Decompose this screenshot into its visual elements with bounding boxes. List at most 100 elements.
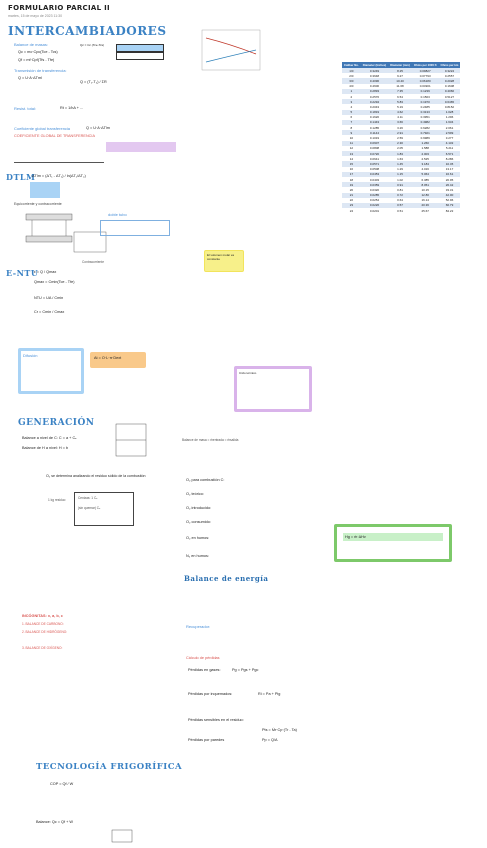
table-cell: 13.17: [438, 166, 461, 172]
table-cell: 0.3951: [411, 114, 439, 120]
table-cell: 14: [342, 156, 361, 162]
label-incognitas: INCÓGNITAS: x, a, b, c: [22, 614, 63, 618]
table-cell: 13: [342, 151, 361, 157]
label-equicorriente: Equicorriente y contracorriente: [14, 202, 62, 206]
label-balance-hidrogeno: 2. BALANCE DE HIDRÓGENO:: [22, 630, 68, 634]
eq-15: Pg = Pgs + Pgc: [232, 668, 259, 672]
table-cell: 0.0285: [360, 192, 389, 198]
table-cell: 0.57: [388, 202, 412, 209]
table-cell: 0.0403: [360, 176, 389, 183]
section-balance: Balance de energía: [184, 574, 269, 583]
table-cell: 0.2485: [411, 104, 439, 110]
table-cell: 1.15: [388, 171, 412, 177]
label-n2-humos: N₂ en humos:: [186, 554, 210, 558]
table-cell: 1.29: [388, 166, 412, 172]
exchanger-sketch-2: [73, 231, 107, 253]
table-cell: 0.0641: [360, 156, 389, 162]
table-cell: 0.4600: [360, 83, 389, 89]
table-cell: 23: [342, 202, 361, 209]
table-cell: 4.132: [438, 140, 461, 146]
eq-18: Pp = Q/A: [262, 738, 278, 742]
table-cell: 0.1239: [411, 88, 439, 94]
box-purple: Ciclo térmico: [234, 366, 312, 412]
table-cell: 0.2557: [438, 73, 461, 79]
table-cell: 2.59: [388, 135, 412, 141]
table-cell: 0.0201: [360, 208, 389, 214]
table-cell: 0.0808: [360, 145, 389, 151]
table-header-0: Caliber No.: [342, 62, 361, 68]
table-cell: 11.68: [388, 83, 412, 89]
table-cell: 0.2028: [438, 78, 461, 84]
table-cell: 0.51: [388, 208, 412, 214]
label-balance-carbono: 1. BALANCE DE CARBONO:: [22, 622, 64, 626]
table-cell: 8.051: [411, 182, 439, 188]
table-cell: 4.62: [388, 109, 412, 115]
table-cell: 16.14: [411, 197, 439, 203]
formula-resist-block: [14, 142, 104, 163]
wire-gauge-table: Caliber No.Diameter (Inches)Diameter (mm…: [342, 62, 461, 214]
table-cell: 0.0907: [360, 140, 389, 146]
table-cell: 10.40: [388, 78, 412, 84]
page-date: martes, 15 de mayo de 2023 11:30: [8, 14, 63, 18]
gen-eq-2: Balance de H a nivel: H = b: [22, 446, 69, 450]
table-cell: 1.83: [388, 151, 412, 157]
table-cell: 3/0: [342, 78, 361, 84]
exchanger-tube-cold: [116, 52, 164, 60]
table-cell: 0.6465: [438, 99, 461, 105]
table-cell: 9.27: [388, 73, 412, 79]
label-perd-inquemados: Pérdidas por inquemados:: [188, 692, 233, 696]
table-cell: 1.260: [411, 140, 439, 146]
section-entu: E-NTU: [6, 268, 39, 278]
note-purple: Ciclo térmico: [239, 371, 257, 375]
table-cell: 5.19: [388, 104, 412, 110]
sketch-shell: [73, 231, 107, 253]
table-cell: 0.8152: [438, 104, 461, 110]
chart-frame: [201, 29, 261, 71]
table-cell: 2.05: [388, 145, 412, 151]
table-cell: 6.54: [388, 93, 412, 100]
table-cell: 0.1970: [411, 99, 439, 105]
table-cell: 0.1019: [360, 135, 389, 141]
table-cell: 3.277: [438, 135, 461, 141]
eq-17: Pts = Ṁr·Cp·(Tr - Ta): [262, 728, 297, 732]
table-cell: 11: [342, 140, 361, 146]
box-difusion: Difusión: [18, 348, 84, 394]
table-cell: 3: [342, 99, 361, 105]
exchanger-sketch: [25, 213, 73, 243]
label-doble-tubo: doble tubo: [108, 212, 127, 217]
table-cell: 1: [342, 88, 361, 94]
table-header-1: Diameter (Inches): [360, 62, 389, 68]
frig-cycle-diagram: [111, 829, 133, 843]
balance-masa-note: Balance de masa = ṁentrada = ṁsalida: [182, 438, 239, 442]
eq-11: Cr = Cmin / Cmax: [34, 310, 65, 314]
label-o2-humos: O₂ en humos:: [186, 536, 210, 540]
combustion-label: O₂ se determina analizando el residuo só…: [46, 474, 146, 478]
gen-eq-1: Balance a nivel de C: C = a + Cₑ: [22, 436, 77, 440]
label-o2-introducido: O₂ introducido:: [186, 506, 212, 510]
table-cell: 1.028: [438, 109, 461, 115]
table-cell: 0.0254: [360, 197, 389, 203]
table-cell: 1.296: [438, 114, 461, 120]
table-cell: 0.1608: [438, 83, 461, 89]
table-cell: 12.80: [411, 192, 439, 198]
sketch-tube-top: [25, 213, 73, 221]
label-difusion: Difusión: [23, 353, 38, 358]
eq-1: Qc = mc·Cpc(Tce - Tcs): [18, 50, 58, 54]
table-cell: 0.2893: [360, 88, 389, 94]
label-coef-global: Coeficiente global transferencia: [14, 126, 71, 131]
table-cell: 8: [342, 125, 361, 131]
table-cell: 3.66: [388, 119, 412, 126]
table-cell: 0.81: [388, 187, 412, 193]
table-cell: 26.42: [438, 182, 461, 188]
table-cell: 2.599: [438, 130, 461, 136]
